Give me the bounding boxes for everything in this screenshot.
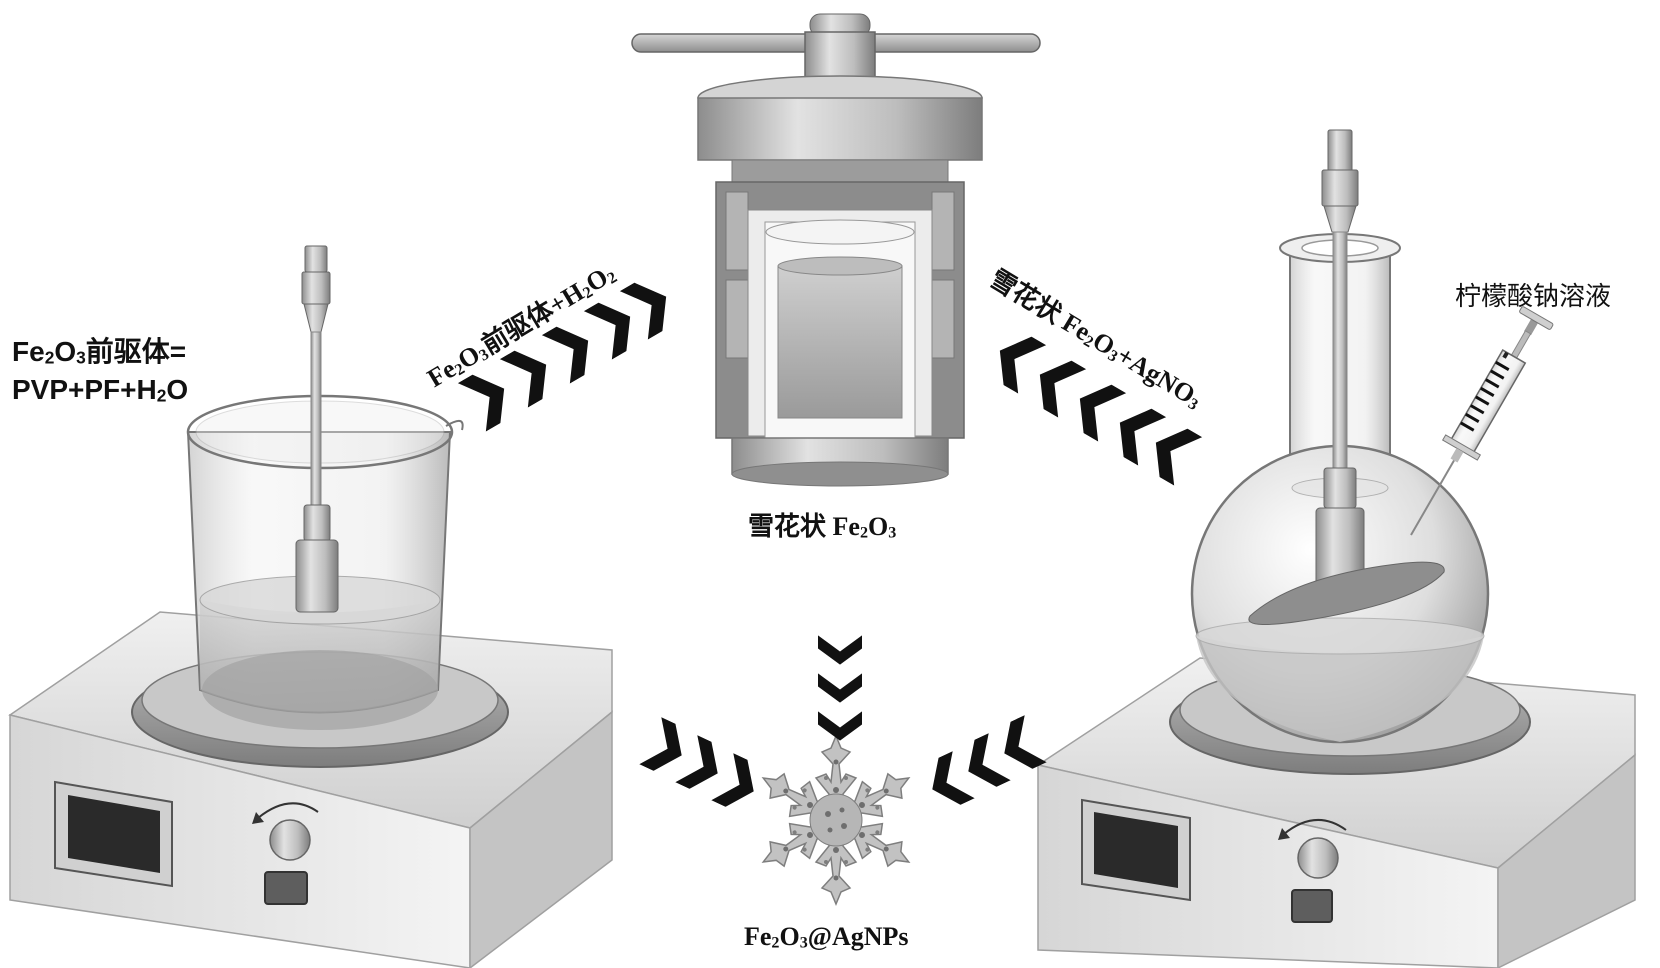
- left-display-panel: [54, 780, 173, 888]
- left-power-switch[interactable]: [264, 871, 308, 905]
- snowflake-product: [752, 734, 920, 905]
- autoclave-caption: 雪花状 Fe2O3: [748, 512, 897, 542]
- arrow-autoclave-down: [818, 635, 862, 741]
- right-stirrer: [1248, 129, 1445, 625]
- product-caption: Fe2O3@AgNPs: [744, 922, 909, 952]
- left-control-knob[interactable]: [252, 802, 319, 861]
- right-power-switch[interactable]: [1291, 889, 1333, 923]
- arrow-right-to-product: [921, 715, 1047, 813]
- precursor-definition-line1: Fe2O3前驱体=: [12, 336, 187, 368]
- autoclave-liner-content: [777, 256, 903, 419]
- autoclave: [631, 13, 1041, 487]
- right-display-panel: [1081, 798, 1191, 902]
- syringe: [1410, 306, 1554, 536]
- right-control-knob[interactable]: [1278, 818, 1347, 879]
- syringe-caption: 柠檬酸钠溶液: [1455, 282, 1612, 311]
- left-stirrer: [295, 245, 339, 613]
- precursor-definition-line2: PVP+PF+H2O: [12, 374, 189, 406]
- arrow-left-to-product: [639, 717, 765, 815]
